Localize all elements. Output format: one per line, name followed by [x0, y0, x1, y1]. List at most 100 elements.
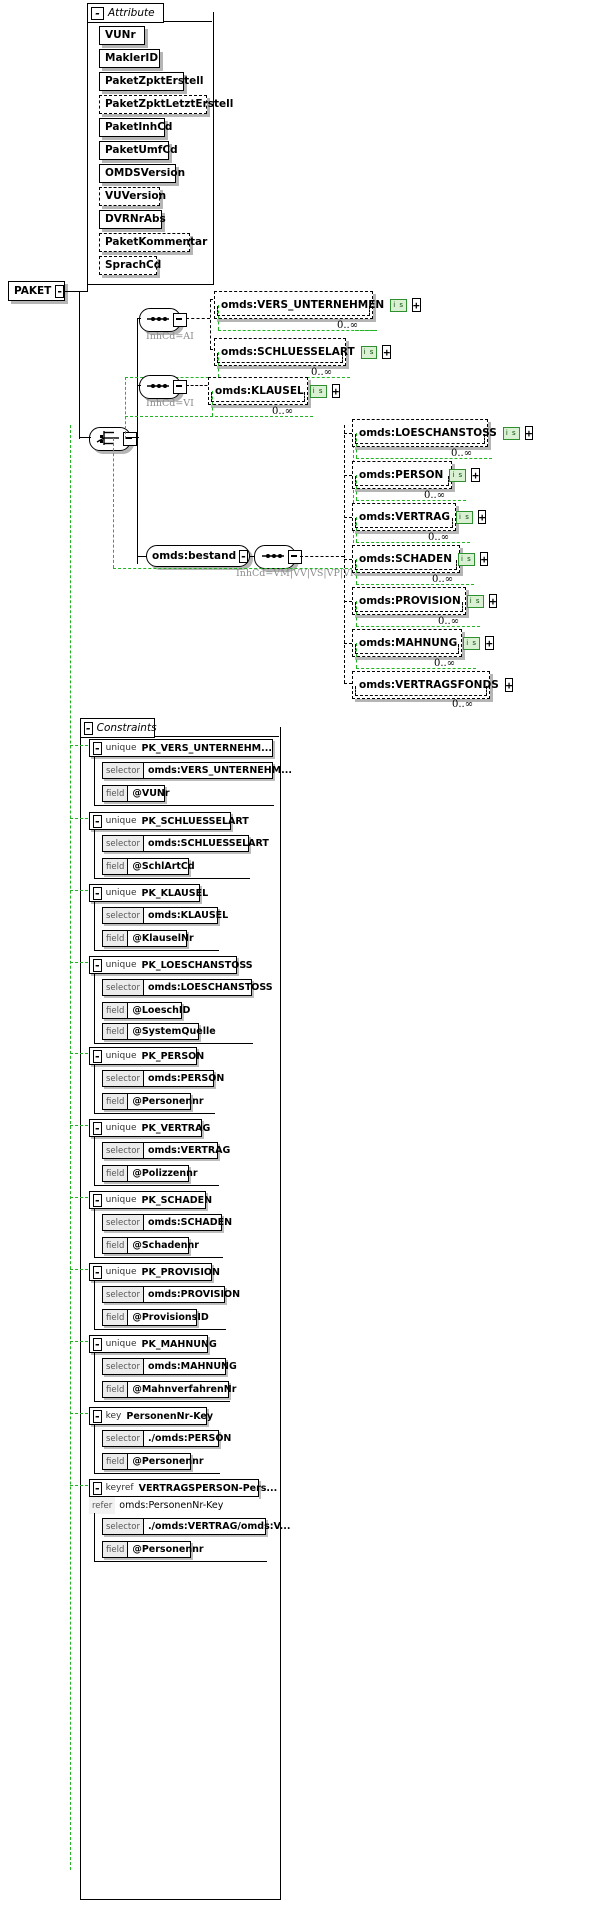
constraint-refer-row[interactable]: refer omds:PersonenNr-Key [89, 1497, 259, 1514]
constraint-field-row[interactable]: field @Personennr [102, 1453, 204, 1470]
attribute-maklerid[interactable]: MaklerID [99, 49, 160, 68]
expand-icon[interactable]: + [471, 468, 480, 482]
constraint-header-pk-loeschanstoss[interactable]: - unique PK_LOESCHANSTOSS [89, 956, 253, 974]
constraint-selector-row[interactable]: selector omds:VERTRAG [102, 1142, 230, 1159]
constraint-selector-row[interactable]: selector omds:SCHLUESSELART [102, 835, 269, 852]
constraint-field-row[interactable]: field @Schadennr [102, 1237, 199, 1254]
constraint-selector-row[interactable]: selector omds:LOESCHANSTOSS [102, 979, 273, 996]
constraint-header-pk-schluesselart[interactable]: - unique PK_SCHLUESSELART [89, 812, 249, 830]
sequence-compositor-vi[interactable] [139, 375, 187, 399]
constraint-field-row[interactable]: field @MahnverfahrenNr [102, 1381, 236, 1398]
constraint-collapse-icon[interactable]: - [93, 1265, 102, 1279]
attribute-group-tab[interactable]: - Attribute [87, 3, 164, 23]
element-omds-schluesselart[interactable]: omds:SCHLUESSELART i s + [214, 338, 392, 366]
element-omds-vertrag[interactable]: omds:VERTRAG i s + [352, 503, 487, 531]
constraint-header-pk-schaden[interactable]: - unique PK_SCHADEN [89, 1191, 212, 1209]
attribute-paketzpkterstell[interactable]: PaketZpktErstell [99, 72, 203, 91]
constraint-field-row[interactable]: field @Personennr [102, 1541, 204, 1558]
annotation-inhcd-vi: InhCd=VI [146, 398, 194, 409]
constraint-field-row[interactable]: field @KlauselNr [102, 930, 194, 947]
attribute-vuversion[interactable]: VUVersion [99, 187, 166, 206]
constraint-field-row[interactable]: field @SchlArtCd [102, 858, 195, 875]
constraint-selector-row[interactable]: selector omds:VERS_UNTERNEHM... [102, 762, 292, 779]
constraint-header-personennr-key[interactable]: - key PersonenNr-Key [89, 1407, 213, 1425]
root-collapse-icon[interactable]: - [55, 284, 64, 298]
constraint-header-pk-provision[interactable]: - unique PK_PROVISION [89, 1263, 220, 1281]
constraint-collapse-icon[interactable]: - [93, 814, 102, 828]
element-omds-person[interactable]: omds:PERSON i s + [352, 461, 480, 489]
expand-icon[interactable]: + [485, 636, 494, 650]
constraint-selector-row[interactable]: selector ./omds:VERTRAG/omds:V... [102, 1518, 291, 1535]
constraint-collapse-icon[interactable]: - [93, 1049, 102, 1063]
constraint-selector-row[interactable]: selector omds:PROVISION [102, 1286, 240, 1303]
sequence-compositor-toggle[interactable] [173, 380, 187, 394]
expand-icon[interactable]: + [382, 345, 392, 359]
constraint-collapse-icon[interactable]: - [93, 1409, 102, 1423]
constraint-kind: unique [105, 960, 137, 970]
expand-icon[interactable]: + [412, 298, 421, 312]
attribute-dvrnrabs[interactable]: DVRNrAbs [99, 210, 166, 229]
constraint-selector-row[interactable]: selector ./omds:PERSON [102, 1430, 231, 1447]
attribute-vunr[interactable]: VUNr [99, 26, 145, 45]
constraint-field-row[interactable]: field @LoeschID [102, 1002, 190, 1019]
element-omds-schaden[interactable]: omds:SCHADEN i s + [352, 545, 489, 573]
element-omds-bestand[interactable]: omds:bestand - [146, 545, 250, 567]
sequence-compositor-bestand[interactable] [254, 545, 302, 569]
constraint-selector-row[interactable]: selector omds:PERSON [102, 1070, 224, 1087]
attribute-paketzpktletzterstell[interactable]: PaketZpktLetztErstell [99, 95, 233, 114]
constraint-field-row[interactable]: field @ProvisionsID [102, 1309, 209, 1326]
element-omds-provision[interactable]: omds:PROVISION i s + [352, 587, 498, 615]
constraint-collapse-icon[interactable]: - [93, 741, 102, 755]
constraint-field-row[interactable]: field @VUNr [102, 785, 170, 802]
attribute-paketumfcd[interactable]: PaketUmfCd [99, 141, 178, 160]
expand-icon[interactable]: + [331, 384, 341, 398]
constraint-header-pk-vertrag[interactable]: - unique PK_VERTRAG [89, 1119, 210, 1137]
constraint-header-pk-person[interactable]: - unique PK_PERSON [89, 1047, 204, 1065]
attribute-sprachcd[interactable]: SprachCd [99, 256, 161, 275]
attribute-group-collapse-icon[interactable]: - [91, 6, 104, 20]
attribute-label: MaklerID [105, 52, 159, 64]
constraint-selector-row[interactable]: selector omds:KLAUSEL [102, 907, 228, 924]
element-omds-klausel[interactable]: omds:KLAUSEL i s + [208, 377, 341, 405]
element-inner-frame [217, 353, 343, 363]
attribute-paketinhcd[interactable]: PaketInhCd [99, 118, 172, 137]
constraints-collapse-icon[interactable]: - [84, 721, 93, 735]
constraint-selector-row[interactable]: selector omds:MAHNUNG [102, 1358, 237, 1375]
constraint-collapse-icon[interactable]: - [93, 1481, 102, 1495]
constraint-header-pk-vers-unternehm[interactable]: - unique PK_VERS_UNTERNEHM... [89, 739, 273, 757]
constraint-selector-row[interactable]: selector omds:SCHADEN [102, 1214, 232, 1231]
constraint-collapse-icon[interactable]: - [93, 1121, 102, 1135]
expand-icon[interactable]: + [479, 552, 489, 566]
expand-icon[interactable]: + [524, 426, 534, 440]
constraint-collapse-icon[interactable]: - [93, 958, 102, 972]
expand-icon[interactable]: + [488, 594, 498, 608]
constraint-header-pk-klausel[interactable]: - unique PK_KLAUSEL [89, 884, 208, 902]
element-inner-frame [355, 434, 485, 444]
element-omds-mahnung[interactable]: omds:MAHNUNG i s + [352, 629, 494, 657]
constraint-collapse-icon[interactable]: - [93, 1337, 102, 1351]
sequence-compositor-ai[interactable] [139, 308, 187, 332]
choice-compositor[interactable] [89, 427, 137, 451]
bestand-collapse-icon[interactable]: - [239, 549, 248, 563]
constraints-tab[interactable]: - Constraints [80, 718, 157, 738]
expand-icon[interactable]: + [504, 678, 514, 692]
expand-icon[interactable]: + [477, 510, 487, 524]
sequence-compositor-toggle[interactable] [173, 313, 187, 327]
root-element-label: PAKET [14, 284, 52, 297]
constraint-header-vertragsperson-keyref[interactable]: - keyref VERTRAGSPERSON-Pers... [89, 1479, 277, 1497]
element-omds-vers-unternehmen[interactable]: omds:VERS_UNTERNEHMEN i s + [214, 291, 421, 319]
constraint-header-pk-mahnung[interactable]: - unique PK_MAHNUNG [89, 1335, 217, 1353]
attribute-paketkommentar[interactable]: PaketKommentar [99, 233, 207, 252]
constraint-field-row[interactable]: field @Polizzennr [102, 1165, 198, 1182]
root-element-paket[interactable]: PAKET - [8, 281, 65, 301]
element-omds-loeschanstoss[interactable]: omds:LOESCHANSTOSS i s + [352, 419, 534, 447]
constraint-field-row[interactable]: field @Personennr [102, 1093, 204, 1110]
constraint-collapse-icon[interactable]: - [93, 886, 102, 900]
row-value: @Polizzennr [132, 1168, 198, 1179]
constraint-name: PK_VERTRAG [141, 1122, 211, 1134]
constraint-field-row[interactable]: field @SystemQuelle [102, 1023, 216, 1040]
element-omds-vertragsfonds[interactable]: omds:VERTRAGSFONDS + [352, 671, 514, 699]
attribute-omdsversion[interactable]: OMDSVersion [99, 164, 185, 183]
sequence-compositor-toggle[interactable] [288, 550, 302, 564]
constraint-collapse-icon[interactable]: - [93, 1193, 102, 1207]
